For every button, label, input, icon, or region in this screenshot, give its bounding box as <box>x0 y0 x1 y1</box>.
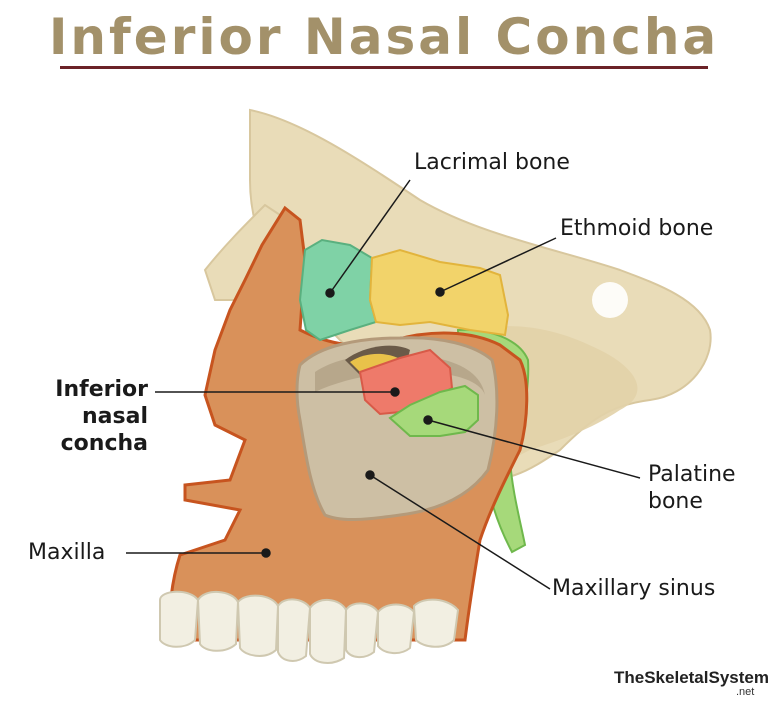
label-inferior-line3: concha <box>60 431 148 456</box>
label-maxilla: Maxilla <box>28 540 106 565</box>
tooth <box>277 598 312 662</box>
palatine-leader-dot <box>423 415 433 425</box>
lacrimal-bone-shape <box>298 238 378 342</box>
sinus-leader <box>369 474 551 590</box>
ethmoid-leader-dot <box>435 287 445 297</box>
lacrimal-leader <box>329 179 411 294</box>
label-inferior-line1: Inferior <box>55 377 148 402</box>
label-palatine-line2: bone <box>648 489 703 514</box>
label-palatine-line1: Palatine <box>648 462 736 487</box>
label-lacrimal-bone: Lacrimal bone <box>414 150 570 175</box>
tooth <box>159 590 200 648</box>
label-ethmoid-bone: Ethmoid bone <box>560 216 714 241</box>
label-inferior-line2: nasal <box>82 404 148 429</box>
tooth <box>377 603 416 654</box>
palatine-inner-shape <box>388 384 479 437</box>
title-underline <box>60 66 708 69</box>
brand-logo-suffix: .net <box>736 686 755 698</box>
tooth <box>412 598 460 648</box>
maxilla-leader-dot <box>261 548 271 558</box>
tooth <box>309 599 348 664</box>
label-maxillary-sinus: Maxillary sinus <box>552 576 716 601</box>
ethmoid-leader <box>439 237 557 293</box>
tooth <box>236 594 280 657</box>
brand-logo-text: TheSkeletalSystem <box>614 668 768 687</box>
tooth <box>345 602 380 658</box>
sinus-leader-dot <box>365 470 375 480</box>
inferior-leader-dot <box>390 387 400 397</box>
palatine-leader <box>427 419 641 479</box>
tooth <box>196 591 240 652</box>
page-title: Inferior Nasal Concha <box>48 8 720 66</box>
lacrimal-leader-dot <box>325 288 335 298</box>
teeth <box>159 590 460 664</box>
skull-foramen <box>592 282 628 318</box>
